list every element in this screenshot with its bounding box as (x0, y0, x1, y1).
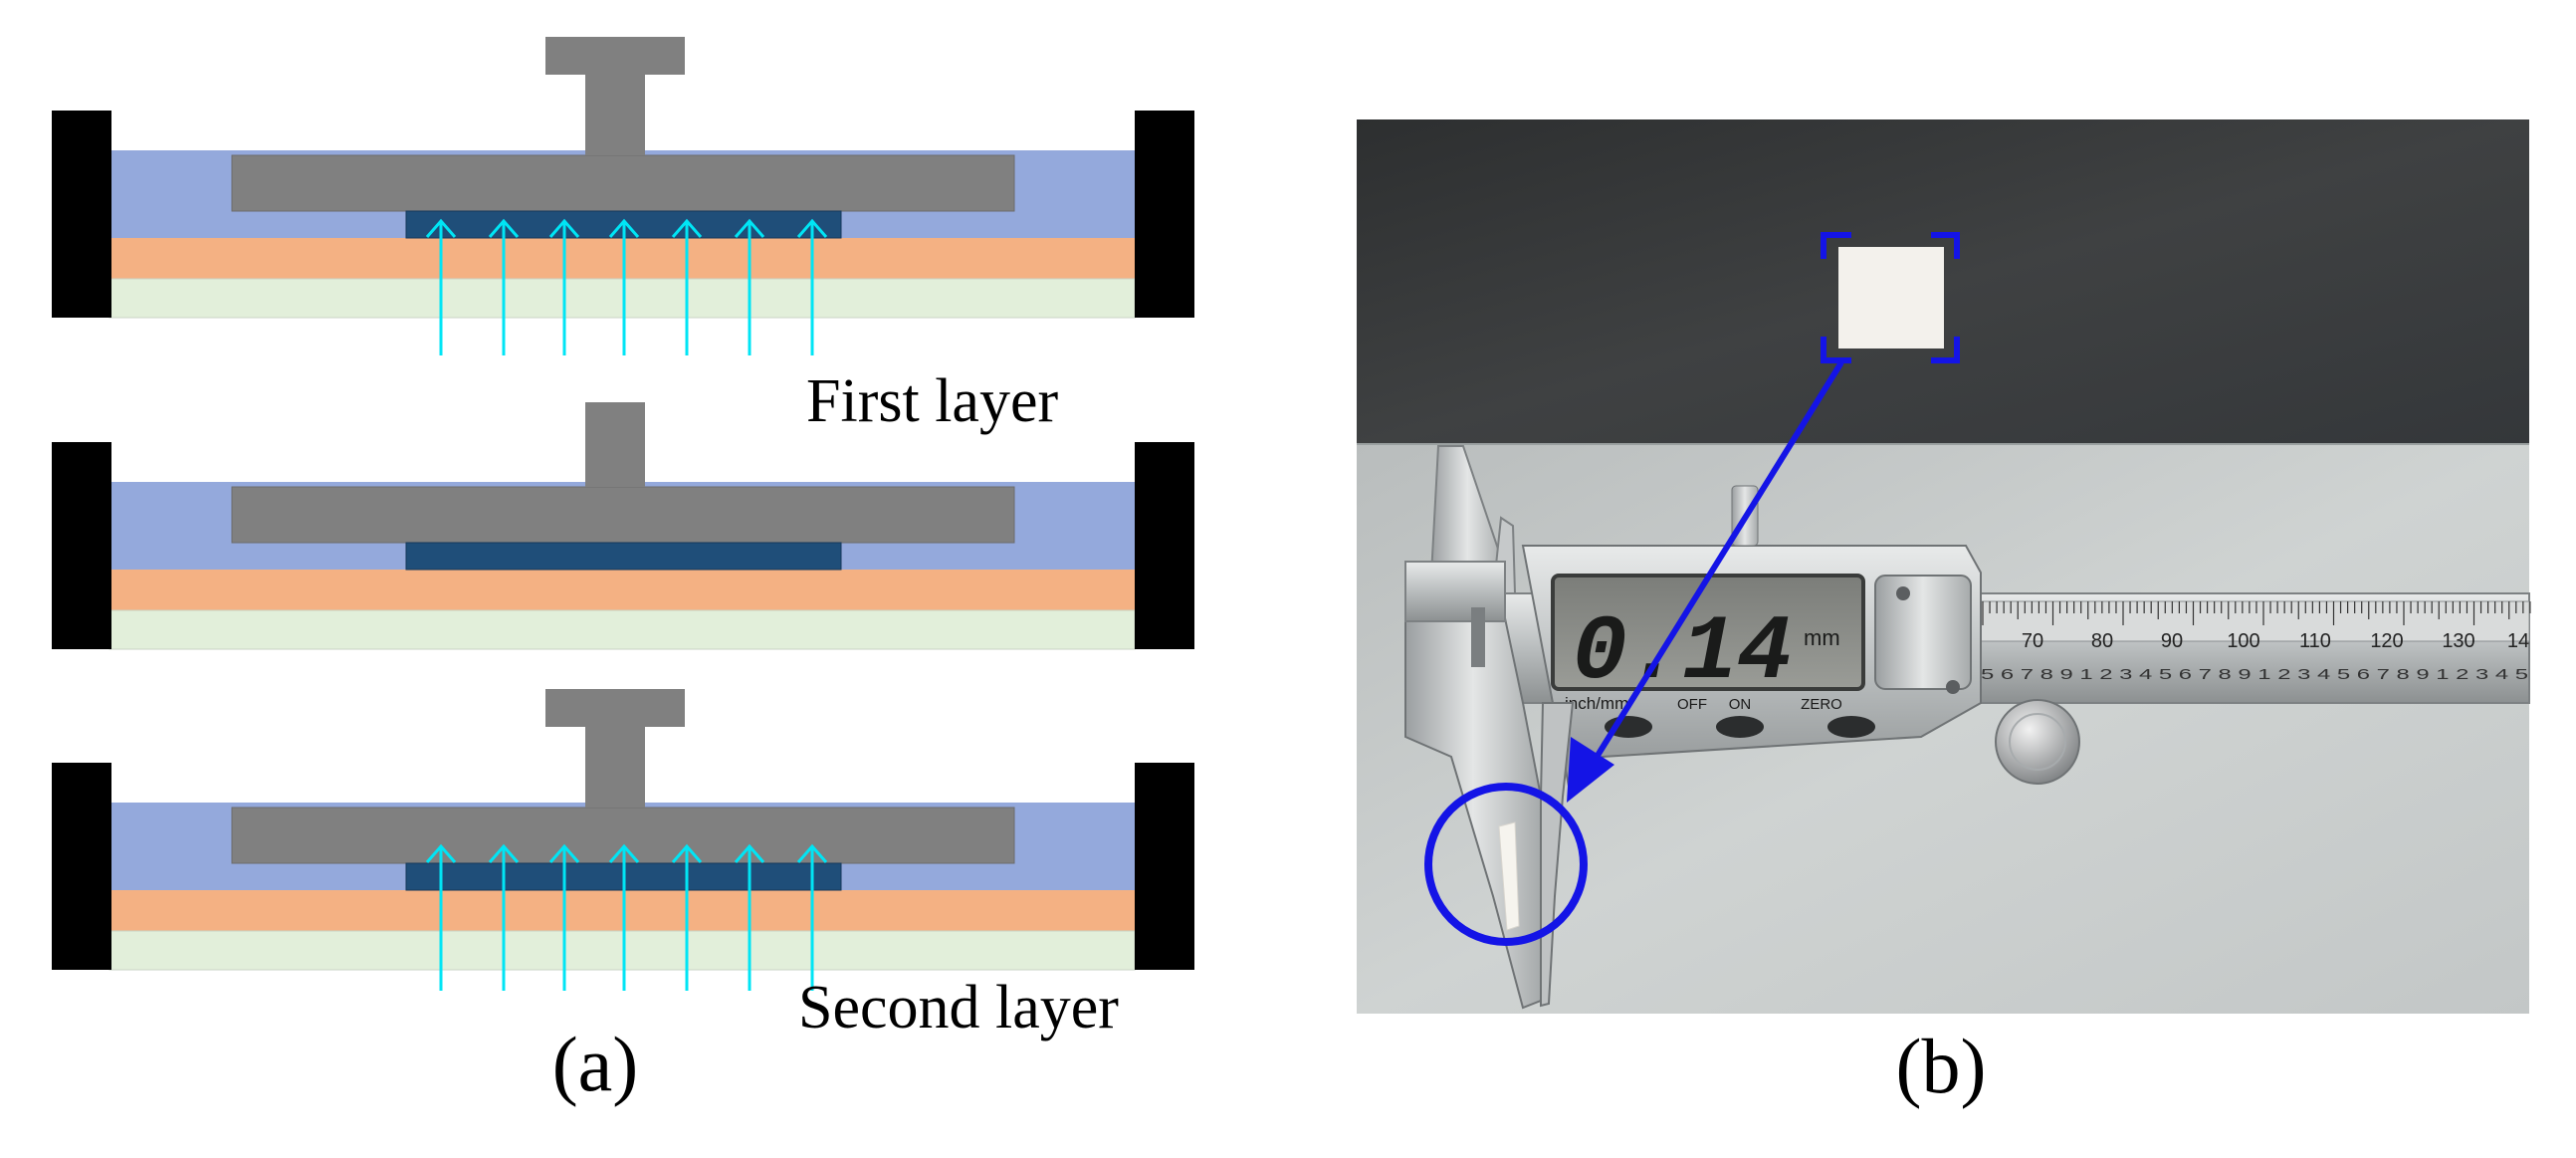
measured-film-edge (1498, 821, 1520, 931)
stage-2-press-plate (231, 486, 1015, 544)
on-button-label: ON (1729, 696, 1752, 713)
caliper-scale-100: 100 (2227, 630, 2259, 652)
stage-3-uv-arrow-7-head (796, 843, 828, 863)
stage-3-uv-arrow-5-head (671, 843, 703, 863)
stage-3-uv-arrow-1-head (425, 843, 457, 863)
unit-toggle-label: inch/mm (1565, 694, 1628, 713)
stage-3-uv-arrow-2-head (488, 843, 520, 863)
measurement-circle-marker (1424, 783, 1588, 946)
pointer-arrow-head (1567, 737, 1614, 803)
main-scale-ticks (1982, 601, 2531, 625)
stage-2-middle-layer (109, 570, 1135, 611)
caliper-scale-120: 120 (2370, 630, 2403, 652)
off-button-label: OFF (1677, 696, 1707, 713)
panel-a-label: (a) (552, 1021, 639, 1107)
sample-bracket-marker (1821, 232, 1960, 363)
digital-caliper: 70 80 90 100 110 120 130 14 5 6 7 8 9 1 … (1404, 445, 2531, 1010)
battery-cover (1874, 575, 1972, 690)
panel-a-diagram (52, 37, 1194, 991)
stage-2-bottom-layer (108, 609, 1136, 650)
second-layer-label: Second layer (798, 974, 1119, 1042)
stage-1-press-plate (231, 154, 1015, 212)
stage-1-uv-arrow-4-head (608, 218, 640, 238)
stage-2-stem (585, 402, 645, 487)
stage-1-middle-layer (109, 238, 1135, 280)
film-sample (1838, 247, 1944, 348)
stage-1-bottom-layer (108, 278, 1136, 319)
stage-1-uv-arrow-5-head (671, 218, 703, 238)
vernier-digits: 5 6 7 8 9 1 2 3 4 5 6 7 8 9 1 2 3 4 5 6 … (1981, 666, 2528, 683)
stage-3-uv-arrow-6-head (734, 843, 765, 863)
caliper-scale-90: 90 (2161, 630, 2183, 652)
panel-b-photo: 70 80 90 100 110 120 130 14 5 6 7 8 9 1 … (1357, 119, 2531, 1014)
stage-1-uv-arrow-2-head (488, 218, 520, 238)
stage-3-left-wall (52, 763, 111, 970)
stage-1-stem (585, 71, 645, 155)
caliper-scale-14: 14 (2507, 630, 2529, 652)
lcd-unit: mm (1804, 625, 1840, 650)
stage-1-left-wall (52, 111, 111, 318)
stage-2-film (405, 542, 842, 571)
stage-1-handle (545, 37, 685, 75)
zero-button (1827, 716, 1875, 738)
stage-1-uv-arrow-7-head (796, 218, 828, 238)
caliper-scale-110: 110 (2299, 630, 2331, 652)
stage-3-uv-arrow-3-head (548, 843, 580, 863)
stage-3-stem (585, 723, 645, 808)
caliper-scale-130: 130 (2442, 630, 2474, 652)
zero-button-label: ZERO (1801, 696, 1842, 713)
stage-1-right-wall (1135, 111, 1194, 318)
stage-1-uv-arrow-1-head (425, 218, 457, 238)
off-button (1716, 716, 1764, 738)
stage-3-bottom-layer (108, 930, 1136, 971)
stage-3-middle-layer (109, 890, 1135, 932)
stage-3-uv-arrow-4-head (608, 843, 640, 863)
stage-3-handle (545, 689, 685, 727)
stage-2-right-wall (1135, 442, 1194, 649)
first-layer-label: First layer (806, 367, 1058, 435)
stage-2-left-wall (52, 442, 111, 649)
stage-1-uv-arrow-6-head (734, 218, 765, 238)
stage-1-uv-arrow-3-head (548, 218, 580, 238)
pointer-arrow-line (1588, 360, 1844, 769)
caliper-scale-80: 80 (2091, 630, 2113, 652)
panel-b-label: (b) (1896, 1023, 1987, 1109)
thumb-roller (1995, 699, 2080, 785)
caliper-scale-70: 70 (2022, 630, 2043, 652)
stage-3-right-wall (1135, 763, 1194, 970)
